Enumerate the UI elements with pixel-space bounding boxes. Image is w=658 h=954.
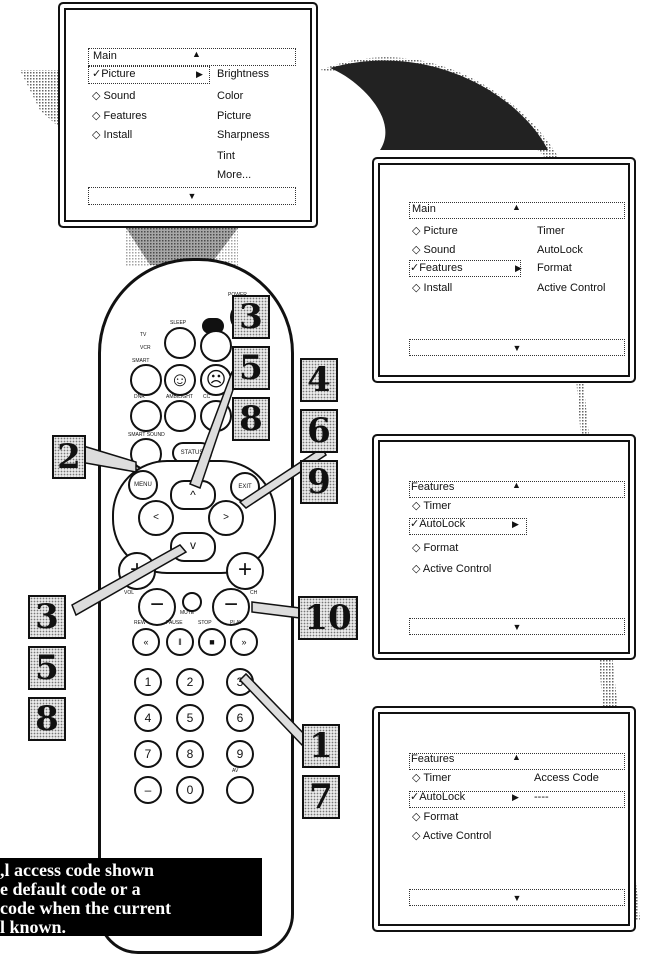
step-8-bottom-label: 8 [28,697,66,741]
step-3-top-label: 3 [232,295,270,339]
step-10-label: 10 [298,596,358,640]
caption-line-3: code when the current [0,899,262,918]
step-4-label: 4 [300,358,338,402]
step-3-bottom-label: 3 [28,595,66,639]
caption-line-1: ,l access code shown [0,861,262,880]
step-5-bottom-label: 5 [28,646,66,690]
step-1-label: 1 [302,724,340,768]
caption-line-2: e default code or a [0,880,262,899]
step-6-label: 6 [300,409,338,453]
step-9-label: 9 [300,460,338,504]
step-8-top-label: 8 [232,397,270,441]
step-5-top-label: 5 [232,346,270,390]
caption-box: ,l access code shown e default code or a… [0,858,262,936]
step-2-label: 2 [52,435,86,479]
step-7-label: 7 [302,775,340,819]
caption-line-4: l known. [0,918,262,937]
